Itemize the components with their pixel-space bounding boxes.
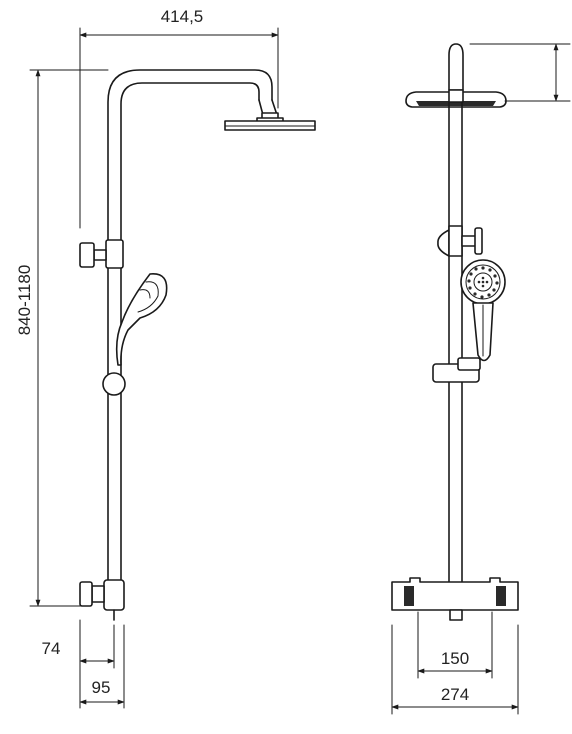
front-shower-arm [448, 43, 464, 91]
dim-label-95: 95 [92, 678, 111, 697]
front-shower-head [405, 89, 507, 108]
dim-label-150: 150 [441, 649, 469, 668]
dim-label-414-5: 414,5 [161, 7, 204, 26]
dim-label-840-1180: 840-1180 [15, 265, 34, 336]
dim-depth: 74 95 [42, 619, 125, 709]
front-hand-shower [460, 259, 506, 362]
dim-spacing-150: 150 [417, 611, 493, 679]
side-slider-bracket [102, 372, 126, 396]
front-riser-pipe [448, 101, 463, 583]
dim-top-height [469, 43, 571, 102]
dim-label-74: 74 [42, 639, 61, 658]
dim-label-274: 274 [441, 685, 469, 704]
front-mixer-body [391, 577, 519, 621]
front-view: 150 274 [391, 43, 571, 715]
dim-height: 840-1180 [15, 69, 109, 607]
side-riser-pipe [107, 69, 273, 601]
front-diverter-valve [437, 225, 483, 257]
dim-top-width: 414,5 [79, 7, 279, 229]
side-shower-head [224, 120, 316, 131]
side-view: 414,5 840-1180 74 95 [15, 7, 316, 709]
side-diverter-valve [79, 239, 124, 269]
front-hand-shower-nozzles [467, 266, 499, 299]
dim-width-274: 274 [391, 624, 519, 715]
front-slider-bracket [432, 357, 481, 383]
side-mixer-body [79, 579, 125, 621]
side-hand-shower [115, 273, 168, 366]
